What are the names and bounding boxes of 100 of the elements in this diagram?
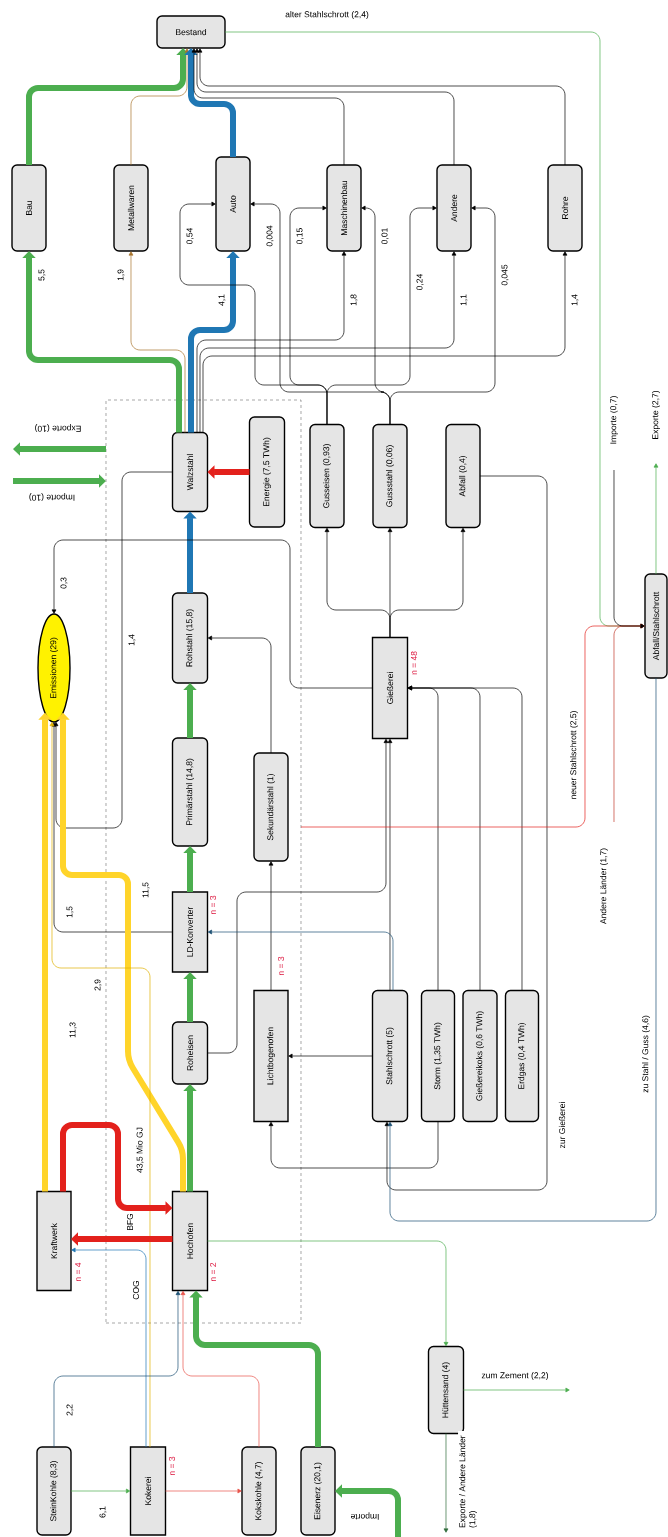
edge-label: Importe (0,7) <box>609 394 619 446</box>
arrow <box>384 475 548 1191</box>
arrow <box>443 1433 449 1533</box>
edge-label: zu Stahl / Guss (4,6) <box>641 1014 651 1094</box>
rounded-box: Maschinenbau <box>326 164 362 252</box>
edge-label: Andere Länder (1,7) <box>599 846 609 926</box>
process-box: Kokerei <box>129 1446 167 1536</box>
rounded-box: Eisenerz (20,1) <box>300 1446 336 1536</box>
arrow <box>53 1290 181 1448</box>
process-box: Kraftwerk <box>36 1190 72 1292</box>
dashed-frame <box>105 399 302 1324</box>
rounded-box: Auto <box>215 156 251 252</box>
arrow <box>199 251 457 433</box>
arrow <box>71 1247 147 1448</box>
arrow <box>463 1387 570 1393</box>
arrow <box>51 722 173 933</box>
edge-label: BFG <box>126 1212 134 1232</box>
arrow <box>207 1240 449 1347</box>
rounded-box: Bestand <box>156 15 226 49</box>
process-box: Gießerei <box>371 636 409 740</box>
arrow <box>613 469 645 629</box>
arrow <box>653 463 659 575</box>
rounded-box: Primärstahl (14,8) <box>171 737 209 847</box>
rounded-box: Abfall (0,4) <box>445 423 481 529</box>
edge-label: zum Zement (2,2) <box>480 1371 550 1381</box>
rounded-box: Erdgas (0,4 TWh) <box>504 989 540 1123</box>
rounded-box: Kokskohle (4,7) <box>241 1446 277 1536</box>
edge-label: 6,1 <box>98 1505 108 1519</box>
arrow <box>207 635 272 754</box>
edge-label: zur Gießerei <box>557 1100 567 1150</box>
sample-size-label: n = 48 <box>411 651 417 675</box>
rounded-box: Abfall/Stahlschrott <box>644 573 668 679</box>
arrow <box>389 527 466 638</box>
edge-label: 1,9 <box>116 268 126 282</box>
sample-size-label: n = 3 <box>169 1456 175 1475</box>
edge-label: neuer Stahlschrott (2,5) <box>569 709 579 801</box>
edge-label: 1,5 <box>65 905 75 919</box>
arrow <box>387 738 393 991</box>
arrow <box>196 251 347 433</box>
edge-label: 2,9 <box>93 978 103 992</box>
sample-size-label: n = 4 <box>75 1262 81 1281</box>
rounded-box: Stahlschrott (5) <box>371 989 409 1123</box>
arrow <box>128 251 186 433</box>
rounded-box: Bau <box>11 164 47 252</box>
edge-label: 0,54 <box>185 226 195 246</box>
edge-label: Importe <box>349 1511 381 1521</box>
arrow <box>53 471 173 829</box>
edge-label: Importe (10) <box>27 492 77 502</box>
edge-label: 0,045 <box>500 263 510 287</box>
edge-label: 11,3 <box>68 1021 78 1039</box>
arrow <box>268 861 274 991</box>
edge-label: 0,15 <box>295 226 305 246</box>
rounded-box: Gusseisen (0,93) <box>309 423 345 529</box>
rounded-box: Walzstahl <box>171 431 209 513</box>
rounded-box: Sekundärstahl (1) <box>253 752 289 862</box>
arrow <box>180 1290 260 1448</box>
arrow <box>326 205 437 425</box>
arrow <box>268 1121 439 1169</box>
rounded-box: Storm (1,35 TWh) <box>420 989 456 1123</box>
rounded-box: Rohstahl (15,8) <box>171 592 209 684</box>
process-box: Lichtbogenofen <box>253 989 289 1123</box>
edge-label: 5,5 <box>37 268 47 282</box>
arrow <box>49 721 151 1448</box>
edge-label: 43,5 Mio GJ <box>135 1126 145 1174</box>
arrow <box>130 48 190 166</box>
edge-label: 1,8 <box>349 293 359 307</box>
arrow <box>207 929 394 991</box>
edge-label: alter Stahlschrott (2,4) <box>284 10 370 20</box>
edge-label: 2,2 <box>65 1403 75 1417</box>
sample-size-label: n = 2 <box>210 1262 216 1281</box>
arrow <box>207 738 389 1054</box>
arrow <box>389 205 496 425</box>
sample-size-label: n = 3 <box>210 895 216 914</box>
edge-label: Exporte (2,7) <box>651 389 661 441</box>
rounded-box: Gussstahl (0,06) <box>372 423 408 529</box>
rounded-box: Rohre <box>547 164 583 252</box>
arrow <box>194 48 455 166</box>
edge-label: COG <box>132 1279 140 1301</box>
arrow <box>22 251 182 433</box>
rounded-box: Andere <box>436 164 472 252</box>
arrow <box>387 677 657 1222</box>
edge-label: 1,4 <box>127 633 137 647</box>
process-box: Hochofen <box>171 1190 209 1292</box>
arrow <box>51 539 373 689</box>
edge-label: 0,24 <box>415 272 425 292</box>
edge-label: Exporte (10) <box>33 423 83 433</box>
arrow <box>407 685 523 991</box>
rounded-box: SteinKohle (8,3) <box>36 1446 72 1536</box>
edge-label: 0,01 <box>380 226 390 246</box>
edge-label: 4,1 <box>217 293 227 307</box>
rounded-box: Metallwaren <box>113 164 149 252</box>
edge-label: 0,3 <box>59 576 69 590</box>
rounded-box: Gießereikoks (0,6 TWh) <box>462 989 498 1123</box>
edge-label: 1,1 <box>459 293 469 307</box>
rounded-box: Roheisen <box>171 1021 209 1085</box>
rounded-box: Energie (7,5 TWh) <box>248 416 286 528</box>
rounded-box: Hüttensand (4) <box>427 1345 465 1435</box>
arrow <box>165 1488 242 1494</box>
arrow <box>288 1053 373 1059</box>
edge-label: 0,004 <box>265 224 275 248</box>
